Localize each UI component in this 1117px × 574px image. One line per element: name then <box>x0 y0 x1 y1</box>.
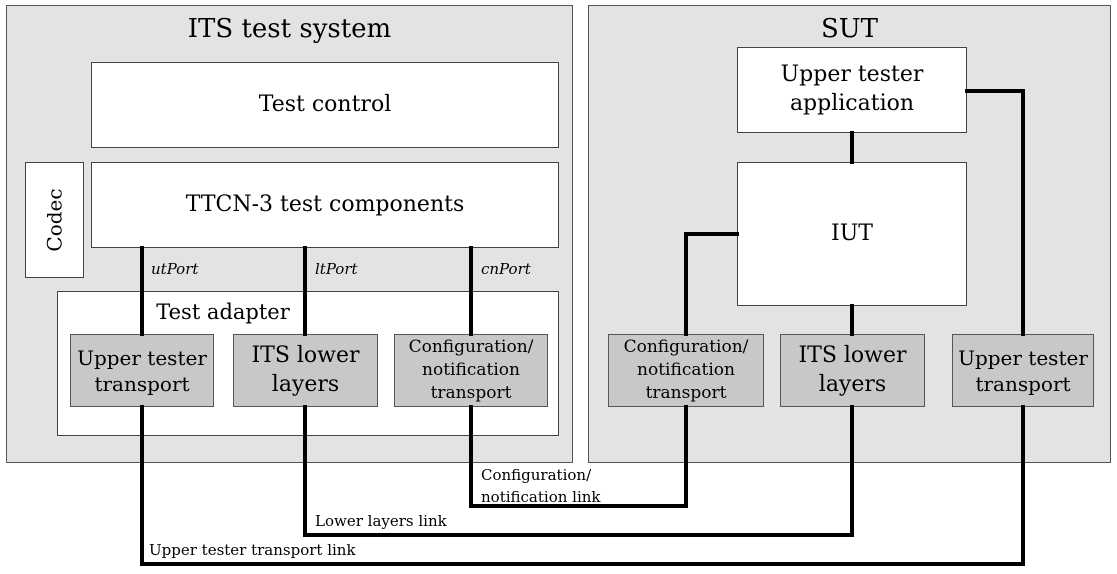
ts-its-lower-layers-box: ITS lower layers <box>233 334 378 407</box>
app-upper-transport-connector <box>965 89 1025 336</box>
sut-upper-tester-transport-label: Upper tester transport <box>958 345 1088 396</box>
configuration-notification-link <box>469 405 688 508</box>
sut-config-notification-transport-box: Configuration/ notification transport <box>608 334 764 407</box>
codec-box: Codec <box>25 162 84 278</box>
ts-its-lower-layers-label: ITS lower layers <box>251 342 360 397</box>
sut-its-lower-layers-box: ITS lower layers <box>780 334 925 407</box>
iut-config-connector <box>684 232 739 336</box>
lower-layers-link <box>303 405 854 537</box>
sut-its-lower-layers-label: ITS lower layers <box>798 342 907 397</box>
its-test-system-title: ITS test system <box>187 14 392 44</box>
upper-tester-transport-link <box>140 405 1025 566</box>
ttcn3-test-components-box: TTCN-3 test components <box>91 162 559 248</box>
sut-config-notification-transport-label: Configuration/ notification transport <box>623 337 749 403</box>
upper-tester-transport-link-label: Upper tester transport link <box>149 541 356 559</box>
lower-layers-link-label: Lower layers link <box>315 512 447 530</box>
sut-title: SUT <box>820 14 879 44</box>
iut-box: IUT <box>737 162 967 306</box>
ts-config-notification-transport-box: Configuration/ notification transport <box>394 334 548 407</box>
test-control-label: Test control <box>258 91 392 117</box>
ts-upper-tester-transport-label: Upper tester transport <box>77 345 207 396</box>
ts-upper-tester-transport-box: Upper tester transport <box>70 334 214 407</box>
ts-config-notification-transport-label: Configuration/ notification transport <box>408 337 534 403</box>
ut-port-label: utPort <box>151 260 199 278</box>
configuration-notification-link-label: Configuration/ notification link <box>481 466 601 506</box>
lt-port-label: ltPort <box>315 260 358 278</box>
ttcn3-test-components-label: TTCN-3 test components <box>185 191 465 217</box>
cn-port-label: cnPort <box>481 260 531 278</box>
iut-label: IUT <box>831 220 873 246</box>
test-adapter-label: Test adapter <box>156 300 290 324</box>
upper-tester-application-label: Upper tester application <box>780 62 924 116</box>
test-control-box: Test control <box>91 62 559 148</box>
sut-upper-tester-transport-box: Upper tester transport <box>952 334 1094 407</box>
